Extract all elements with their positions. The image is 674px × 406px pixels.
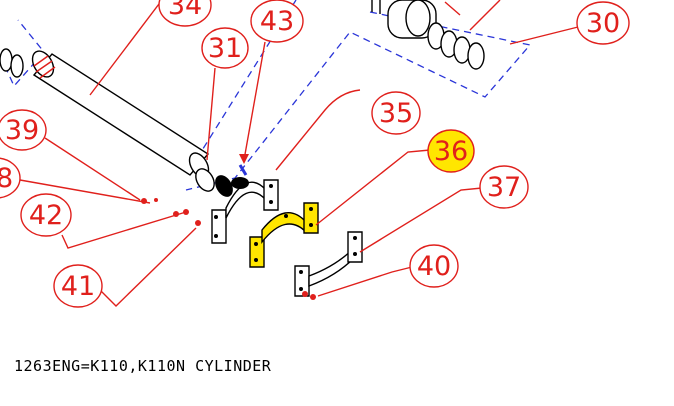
callout-label: 31 xyxy=(208,33,242,64)
callout-label: 37 xyxy=(487,172,521,203)
bracket-36-highlighted xyxy=(249,202,319,268)
left-rings xyxy=(0,48,24,78)
callout-35[interactable]: 35 xyxy=(275,89,421,171)
callout-label: 40 xyxy=(417,251,451,282)
callout-43[interactable]: 43 xyxy=(239,0,304,164)
cylinder-tube xyxy=(31,50,210,178)
bracket-37 xyxy=(294,231,363,297)
callout-label: 35 xyxy=(379,98,413,129)
callout-label: 43 xyxy=(260,6,294,37)
callout-30[interactable]: 30 xyxy=(444,0,630,45)
callout-label: 34 xyxy=(168,0,202,21)
callout-label: 36 xyxy=(434,136,468,167)
callout-label: 30 xyxy=(586,8,620,39)
callout-36[interactable]: 36 xyxy=(315,129,475,226)
diagram-caption: 1263ENG=K110,K110N CYLINDER xyxy=(14,357,272,375)
callout-38[interactable]: 38 xyxy=(0,157,151,204)
callout-39[interactable]: 39 xyxy=(0,109,141,201)
callout-42[interactable]: 42 xyxy=(20,193,187,249)
callout-label: 41 xyxy=(61,271,95,302)
bracket-35 xyxy=(211,177,279,244)
cylinder-rod-end xyxy=(195,168,233,197)
callout-label: 38 xyxy=(0,163,13,194)
callout-31[interactable]: 31 xyxy=(201,27,249,161)
callout-label: 39 xyxy=(5,115,39,146)
callout-37[interactable]: 37 xyxy=(359,165,529,253)
dashed-frame-top xyxy=(195,0,297,161)
callout-41[interactable]: 41 xyxy=(53,227,197,308)
callout-label: 42 xyxy=(29,200,63,231)
top-right-rings xyxy=(371,0,485,70)
callout-40[interactable]: 40 xyxy=(317,244,459,297)
callout-34[interactable]: 34 xyxy=(89,0,212,96)
